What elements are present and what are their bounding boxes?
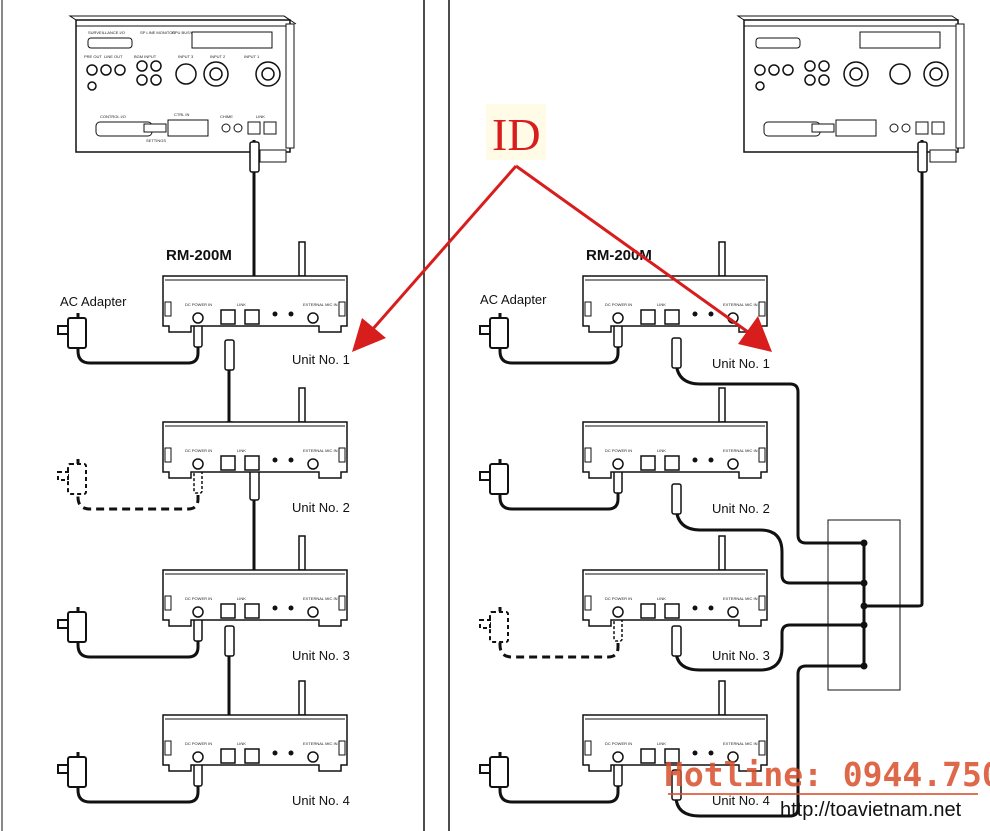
- power-lead-left-1: [76, 313, 200, 365]
- id-arrow-right: [515, 164, 749, 334]
- id-label: ID: [492, 109, 541, 160]
- power-lead-left-3: [76, 607, 200, 659]
- rm200m-unit-left-2: DC POWER IN LINK EXTERNAL MIC IN: [162, 387, 348, 479]
- rm-link-label: LINK: [237, 741, 246, 746]
- right-panel: [671, 15, 965, 818]
- ac-adapter-right-2: [479, 463, 509, 495]
- ac-adapter-left-3: [57, 611, 87, 643]
- rm-dcpower-label: DC POWER IN: [185, 741, 212, 746]
- unit-label-right-4: Unit No. 4: [712, 793, 770, 808]
- unit-label-left-3: Unit No. 3: [292, 648, 350, 663]
- id-arrow-left: [370, 165, 518, 331]
- rm-external-label: EXTERNAL MIC IN: [303, 448, 338, 453]
- rm200m-unit-left-1: DC POWER IN LINK EXTERNAL MIC IN: [162, 241, 348, 333]
- rm-external-label: EXTERNAL MIC IN: [723, 596, 758, 601]
- amp-ctrlin-label: CTRL IN: [174, 112, 190, 117]
- ac-adapter-label-right: AC Adapter: [480, 292, 547, 307]
- id-annotation: ID: [352, 104, 772, 352]
- rm-dcpower-label: DC POWER IN: [605, 448, 632, 453]
- ac-adapter-left-1: [57, 317, 87, 349]
- rm-dcpower-label: DC POWER IN: [605, 596, 632, 601]
- power-lead-right-1: [498, 313, 620, 365]
- rm200m-unit-left-4: DC POWER IN LINK EXTERNAL MIC IN: [162, 680, 348, 772]
- rm-link-label: LINK: [237, 448, 246, 453]
- amp-bgm-label: BGM INPUT: [134, 54, 157, 59]
- rm-external-label: EXTERNAL MIC IN: [303, 302, 338, 307]
- ac-adapter-left-2: [57, 463, 87, 495]
- amp-chime-label: CHIME: [220, 114, 233, 119]
- amp-input1-label: INPUT 1: [244, 54, 260, 59]
- ac-adapter-label-left: AC Adapter: [60, 294, 127, 309]
- power-lead-left-4: [76, 752, 200, 804]
- id-arrowhead-right: [738, 316, 772, 352]
- amp-link-label: LINK: [256, 114, 265, 119]
- amp-input2-label: INPUT 2: [210, 54, 226, 59]
- power-lead-right-2: [498, 459, 620, 511]
- rm-link-label: LINK: [657, 302, 666, 307]
- ac-adapter-right-3: [479, 611, 509, 643]
- unit-label-left-2: Unit No. 2: [292, 500, 350, 515]
- amp-preout-label: PRE OUT: [84, 54, 102, 59]
- unit-label-left-4: Unit No. 4: [292, 793, 350, 808]
- amp-input3-label: INPUT 3: [178, 54, 194, 59]
- rm200m-unit-right-4: DC POWER IN LINK EXTERNAL MIC IN: [582, 680, 768, 772]
- amplifier-rear-panel-right: [736, 15, 965, 163]
- power-lead-right-4: [498, 752, 620, 804]
- unit-label-right-2: Unit No. 2: [712, 501, 770, 516]
- model-label-left: RM-200M: [166, 247, 232, 264]
- power-lead-left-2: [76, 459, 200, 511]
- rm-dcpower-label: DC POWER IN: [605, 741, 632, 746]
- amp-cpubusy-label: CPU BUSY: [172, 30, 193, 35]
- amp-lineout-label: LINE OUT: [104, 54, 123, 59]
- website-url: http://toavietnam.net: [780, 799, 962, 821]
- unit-label-right-1: Unit No. 1: [712, 356, 770, 371]
- unit-label-left-1: Unit No. 1: [292, 352, 350, 367]
- id-arrowhead-left: [352, 318, 386, 352]
- rm-dcpower-label: DC POWER IN: [605, 302, 632, 307]
- rm-dcpower-label: DC POWER IN: [185, 596, 212, 601]
- rm-link-label: LINK: [657, 448, 666, 453]
- rm200m-unit-right-2: DC POWER IN LINK EXTERNAL MIC IN: [582, 387, 768, 479]
- amp-settings-label: SETTINGS: [146, 138, 166, 143]
- ac-adapter-right-1: [479, 317, 509, 349]
- rm-link-label: LINK: [237, 302, 246, 307]
- ac-adapter-right-4: [479, 756, 509, 788]
- amp-surveillance-label: SURVEILLANCE I/O: [88, 30, 125, 35]
- amp-to-junction-cable: [864, 140, 924, 608]
- cable-unit4: [674, 664, 864, 818]
- rm200m-unit-left-3: DC POWER IN LINK EXTERNAL MIC IN: [162, 535, 348, 627]
- rm-link-label: LINK: [237, 596, 246, 601]
- rm-external-label: EXTERNAL MIC IN: [303, 596, 338, 601]
- rm-external-label: EXTERNAL MIC IN: [303, 741, 338, 746]
- rm-dcpower-label: DC POWER IN: [185, 448, 212, 453]
- power-lead-right-3: [498, 607, 620, 659]
- amp-spline-label: SP LINE MONITOR: [140, 30, 175, 35]
- rm-dcpower-label: DC POWER IN: [185, 302, 212, 307]
- rm200m-unit-right-3: DC POWER IN LINK EXTERNAL MIC IN: [582, 535, 768, 627]
- rm-external-label: EXTERNAL MIC IN: [723, 302, 758, 307]
- watermark: Hotline: 0944.750.037 http://toavietnam.…: [664, 755, 990, 821]
- hotline-text: Hotline: 0944.750.037: [664, 755, 990, 794]
- cable-unit2: [674, 504, 864, 585]
- rm-link-label: LINK: [657, 596, 666, 601]
- rm-external-label: EXTERNAL MIC IN: [723, 448, 758, 453]
- amp-controlio-label: CONTROL I/O: [100, 114, 126, 119]
- unit-label-right-3: Unit No. 3: [712, 648, 770, 663]
- cable-unit3: [674, 623, 864, 672]
- cable-unit1: [674, 359, 864, 545]
- left-panel: SURVEILLANCE I/O SP LINE MONITOR CPU BUS…: [68, 15, 297, 747]
- rm-external-label: EXTERNAL MIC IN: [723, 741, 758, 746]
- rm-link-label: LINK: [657, 741, 666, 746]
- ac-adapter-left-4: [57, 756, 87, 788]
- amplifier-rear-panel-left: SURVEILLANCE I/O SP LINE MONITOR CPU BUS…: [68, 15, 297, 163]
